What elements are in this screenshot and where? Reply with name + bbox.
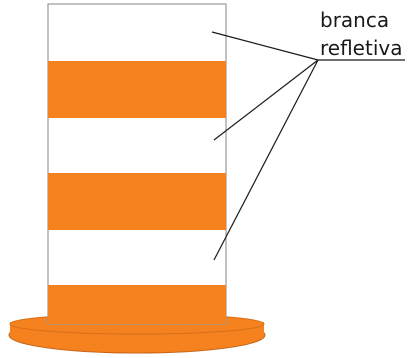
orange-band — [48, 173, 226, 230]
orange-band — [48, 285, 226, 324]
white-band — [49, 118, 225, 173]
leader-line — [212, 32, 318, 60]
orange-band — [48, 61, 226, 118]
leader-line — [214, 60, 318, 260]
label-line-1: branca — [320, 8, 389, 32]
white-band — [49, 230, 225, 285]
white-band — [49, 5, 225, 61]
label-line-2: refletiva — [320, 36, 402, 60]
leader-line — [214, 60, 318, 140]
